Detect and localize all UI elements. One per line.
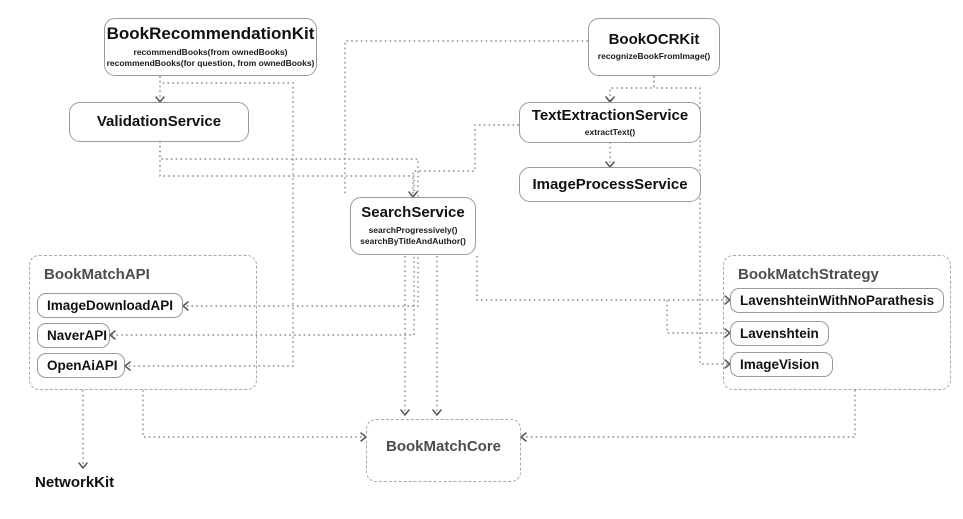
node-validation-service[interactable]: ValidationService [69,102,249,142]
node-book-ocr-kit[interactable]: BookOCRKit recognizeBookFromImage() [588,18,720,76]
node-title: SearchService [361,204,465,222]
node-naver-api[interactable]: NaverAPI [37,323,110,348]
node-title: ImageDownloadAPI [47,297,174,313]
node-methods: searchProgressively() searchByTitleAndAu… [360,225,466,248]
node-lavenshtein[interactable]: Lavenshtein [730,321,829,346]
node-title: ImageVision [740,356,820,372]
group-book-match-core[interactable]: BookMatchCore [366,419,521,482]
method-item: recommendBooks(from ownedBooks) [133,46,288,57]
group-title: BookMatchAPI [44,266,150,283]
arrowhead-networkkit [78,462,88,469]
edge-searchservice-to-lavenshtein [666,300,730,334]
node-title: ValidationService [96,113,222,131]
node-text-extraction-service[interactable]: TextExtractionService extractText() [519,102,701,143]
method-item: searchProgressively() [368,224,458,235]
node-title: BookOCRKit [608,31,700,49]
group-title: BookMatchStrategy [738,266,879,283]
node-book-recommendation-kit[interactable]: BookRecommendationKit recommendBooks(fro… [104,18,317,76]
node-title: Lavenshtein [740,325,819,341]
arrowhead-core-left-drop [400,409,410,416]
edge-ocrkit-to-textextraction [609,76,655,101]
node-title: TextExtractionService [531,106,689,124]
method-item: extractText() [584,126,636,137]
method-item: searchByTitleAndAuthor() [360,236,466,247]
label-network-kit: NetworkKit [35,474,115,491]
edge-bookmatchapi-to-bookmatchcore [142,390,366,438]
edge-bookmatchstrategy-to-bookmatchcore [521,390,856,438]
edge-textextraction-to-searchservicebox [412,124,519,196]
node-methods: recommendBooks(from ownedBooks) recommen… [107,47,315,70]
node-title: OpenAiAPI [47,357,118,373]
node-lavenshtein-with-no-parathesis[interactable]: LavenshteinWithNoParathesis [730,288,944,313]
node-search-service[interactable]: SearchService searchProgressively() sear… [350,197,476,255]
node-open-ai-api[interactable]: OpenAiAPI [37,353,125,378]
method-item: recommendBooks(for question, from ownedB… [106,58,315,69]
node-image-vision[interactable]: ImageVision [730,352,833,377]
node-title: NaverAPI [47,327,108,343]
group-title: BookMatchCore [385,438,501,455]
node-methods: recognizeBookFromImage() [598,51,710,62]
node-image-process-service[interactable]: ImageProcessService [519,167,701,202]
node-title: LavenshteinWithNoParathesis [740,292,935,308]
node-methods: extractText() [585,127,635,138]
node-image-download-api[interactable]: ImageDownloadAPI [37,293,183,318]
edge-searchservice-to-lavenshtein-noparathesis [476,256,730,301]
node-title: ImageProcessService [532,175,688,193]
node-title: BookRecommendationKit [106,24,315,44]
arrowhead-core-from-strategy [520,432,527,442]
method-item: recognizeBookFromImage() [597,51,711,62]
arrowhead-core-right-drop [432,409,442,416]
